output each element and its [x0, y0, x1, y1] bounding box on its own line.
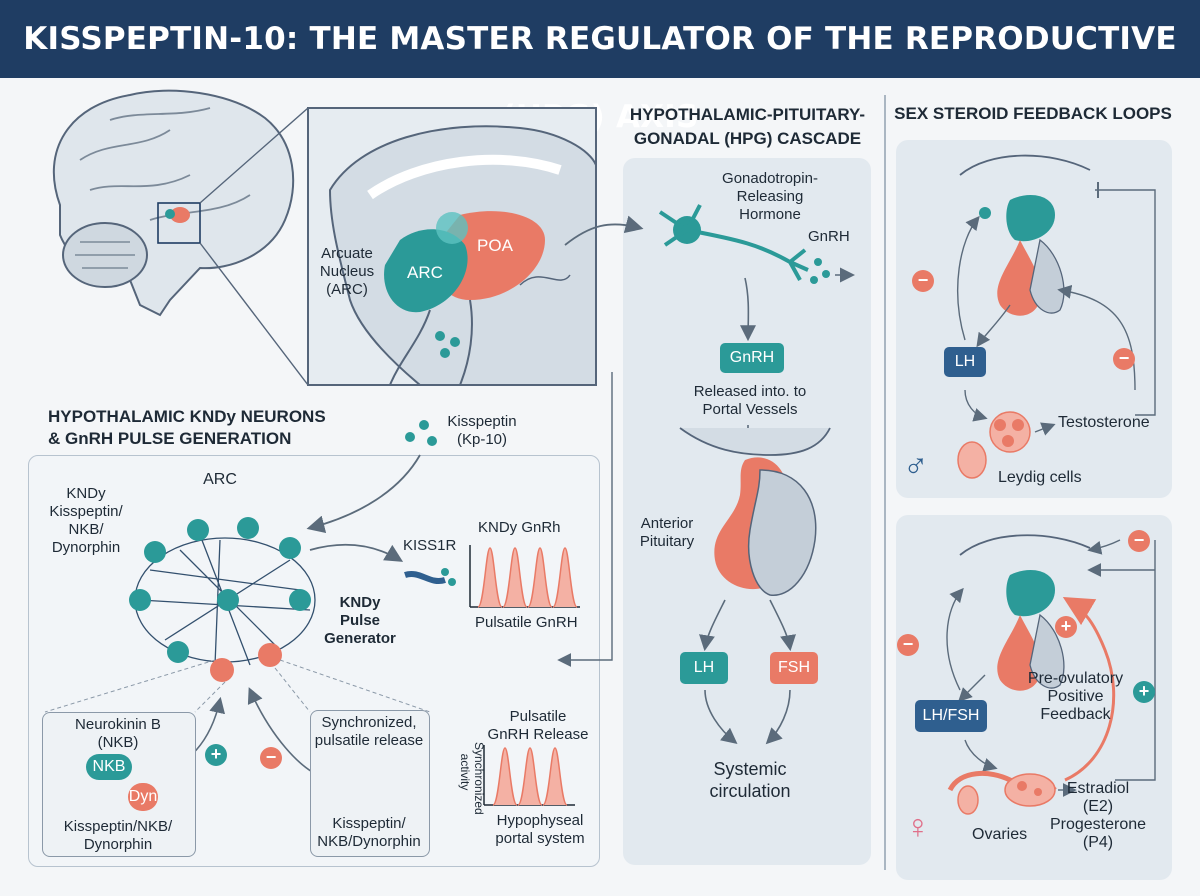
systemic-circulation-label: Systemic circulation [709, 759, 791, 801]
pituitary-illustration [679, 427, 831, 596]
portal-system-label: Hypophyseal portal system [495, 812, 585, 847]
kndy-neuron-label: KNDy Kisspeptin/ NKB/ Dynorphin [49, 485, 123, 556]
nkb-tag: NKB [86, 754, 132, 780]
sync-activity-axis: Synchronized activity [458, 742, 486, 815]
page-title: KISSPEPTIN-10: THE MASTER REGULATOR OF T… [23, 21, 1177, 135]
poa-region-label: POA [477, 236, 513, 255]
column-divider [884, 95, 886, 870]
preovulatory-feedback-label: Pre-ovulatory Positive Feedback [1027, 670, 1124, 723]
male-negative-feedback-icon: − [912, 270, 934, 292]
arc-region-label: ARC [407, 263, 443, 282]
leydig-cells-label: Leydig cells [998, 469, 1082, 486]
kisspeptin-label: Kisspeptin (Kp-10) [447, 413, 517, 448]
inhibition-minus-icon: − [260, 747, 282, 769]
cascade-heading: HYPOTHALAMIC-PITUITARY- GONADAL (HPG) CA… [629, 105, 866, 148]
positive-feedback-plus-icon: + [1055, 616, 1077, 638]
brain-illustration [52, 89, 309, 386]
estradiol-progesterone-label: Estradiol (E2) Progesterone (P4) [1049, 780, 1147, 851]
gnrh-tag: GnRH [720, 343, 784, 373]
male-hypothalamus [959, 154, 1091, 316]
fsh-tag: FSH [770, 652, 818, 684]
kiss1r-label: KISS1R [403, 537, 457, 554]
pulse-chart-2 [483, 745, 575, 806]
pulsatile-gnrh-label: Pulsatile GnRH [475, 614, 578, 631]
released-portal-label: Released into. to Portal Vessels [693, 383, 807, 418]
pulsatile-release-label: Pulsatile GnRH Release [487, 708, 589, 743]
lh-fsh-tag: LH/FSH [915, 700, 987, 732]
sync-release-inset [310, 710, 430, 857]
kndy-gnrh-label: KNDy GnRh [478, 519, 561, 536]
female-negative-feedback-icon: − [897, 634, 919, 656]
estradiol-plus-icon: + [1133, 681, 1155, 703]
hypothalamus-zoom [307, 107, 597, 386]
ovaries-label: Ovaries [972, 826, 1028, 843]
gnrh-small-label: GnRH [808, 228, 850, 245]
testosterone-label: Testosterone [1058, 414, 1150, 431]
gnrh-neuron [658, 204, 855, 284]
pulse-generator-label: KNDy Pulse Generator [324, 594, 396, 647]
kndy-network [129, 517, 316, 682]
pulse-chart-1 [469, 545, 580, 608]
male-testosterone-minus-icon: − [1113, 348, 1135, 370]
arcuate-nucleus-label: Arcuate Nucleus (ARC) [319, 245, 375, 298]
arc-network-label: ARC [203, 471, 237, 488]
lh-tag: LH [680, 652, 728, 684]
male-symbol-icon: ♂ [903, 446, 929, 484]
title-banner: KISSPEPTIN-10: THE MASTER REGULATOR OF T… [0, 0, 1200, 135]
sync-title: Synchronized, pulsatile release [314, 714, 424, 749]
sync-footer: Kisspeptin/ NKB/Dynorphin [317, 815, 421, 850]
male-lh-tag: LH [944, 347, 986, 377]
stimulation-plus-icon: + [205, 744, 227, 766]
feedback-heading: SEX STEROID FEEDBACK LOOPS [894, 104, 1172, 123]
anterior-pituitary-label: Anterior Pituitary [639, 515, 695, 550]
female-upper-minus-icon: − [1128, 530, 1150, 552]
kndy-heading: HYPOTHALAMIC KNDy NEURONS & GnRH PULSE G… [48, 407, 326, 448]
ovaries-illustration [947, 770, 1057, 815]
nkb-title: Neurokinin B (NKB) [75, 716, 161, 751]
nkb-footer: Kisspeptin/NKB/ Dynorphin [63, 818, 173, 853]
female-hypothalamus [959, 534, 1091, 691]
dyn-tag: Dyn [128, 783, 158, 811]
female-symbol-icon: ♀ [905, 808, 931, 846]
nkb-inset [42, 712, 196, 857]
leydig-cells [957, 411, 1031, 479]
gnrh-hormone-label: Gonadotropin- Releasing Hormone [722, 170, 818, 223]
